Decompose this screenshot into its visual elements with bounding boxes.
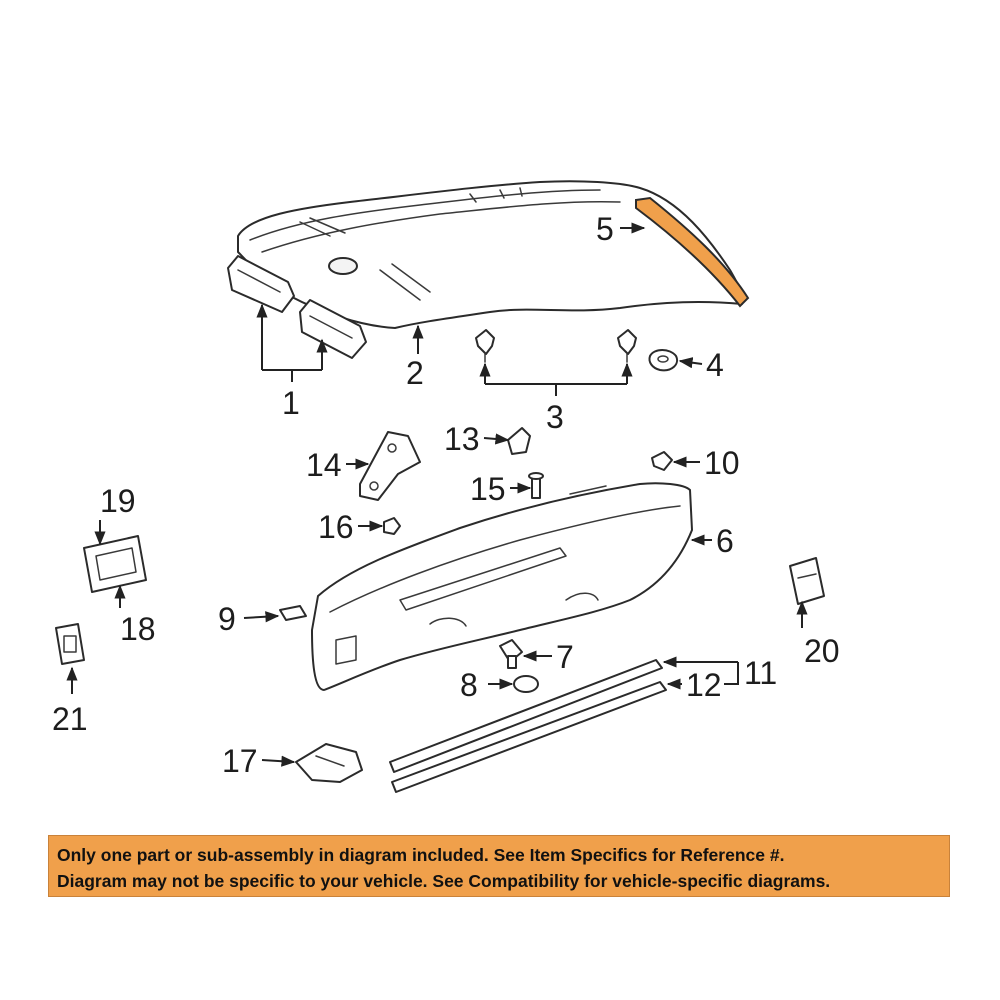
trim-box — [83, 535, 147, 593]
push-pin — [383, 517, 401, 535]
clip-right — [617, 329, 637, 363]
callout-19: 19 — [100, 483, 136, 519]
callout-6: 6 — [716, 523, 734, 559]
callout-10: 10 — [704, 445, 740, 481]
callout-1: 1 — [282, 385, 300, 421]
cover-right — [789, 557, 825, 605]
disclaimer-line-1: Only one part or sub-assembly in diagram… — [57, 845, 785, 865]
callout-14: 14 — [306, 447, 342, 483]
retainer-clip — [507, 427, 531, 455]
bolt — [499, 639, 523, 669]
screw — [528, 472, 544, 499]
bracket — [359, 431, 421, 501]
disclaimer-banner: Only one part or sub-assembly in diagram… — [48, 835, 950, 897]
callout-20: 20 — [804, 633, 840, 669]
callout-12: 12 — [686, 667, 722, 703]
callout-17: 17 — [222, 743, 258, 779]
grommet — [648, 349, 678, 372]
callout-2: 2 — [406, 355, 424, 391]
disclaimer-line-2: Diagram may not be specific to your vehi… — [57, 871, 831, 891]
leader-lines — [66, 222, 808, 767]
weatherstrip-upper — [389, 659, 663, 773]
sunvisor-right — [299, 299, 367, 359]
callout-11: 11 — [744, 655, 777, 691]
callout-5: 5 — [596, 211, 614, 247]
callout-4: 4 — [706, 347, 724, 383]
mount-bracket — [295, 743, 363, 783]
callout-7: 7 — [556, 639, 574, 675]
pad — [279, 605, 307, 621]
callout-16: 16 — [318, 509, 354, 545]
clip-left — [475, 329, 495, 363]
callout-13: 13 — [444, 421, 480, 457]
cap — [513, 675, 539, 693]
callout-15: 15 — [470, 471, 506, 507]
callout-8: 8 — [460, 667, 478, 703]
weatherstrip-lower — [391, 681, 667, 793]
small-clip — [651, 451, 673, 471]
callout-labels: 1 2 3 4 5 6 7 8 9 10 11 12 13 14 15 16 1… — [52, 211, 840, 779]
garnish-strip-highlighted — [635, 196, 750, 308]
callout-21: 21 — [52, 701, 88, 737]
side-trim-panel — [311, 482, 693, 691]
callout-9: 9 — [218, 601, 236, 637]
callout-18: 18 — [120, 611, 156, 647]
sunvisor-left — [227, 255, 295, 313]
callout-3: 3 — [546, 399, 564, 435]
cover-left — [55, 623, 85, 665]
